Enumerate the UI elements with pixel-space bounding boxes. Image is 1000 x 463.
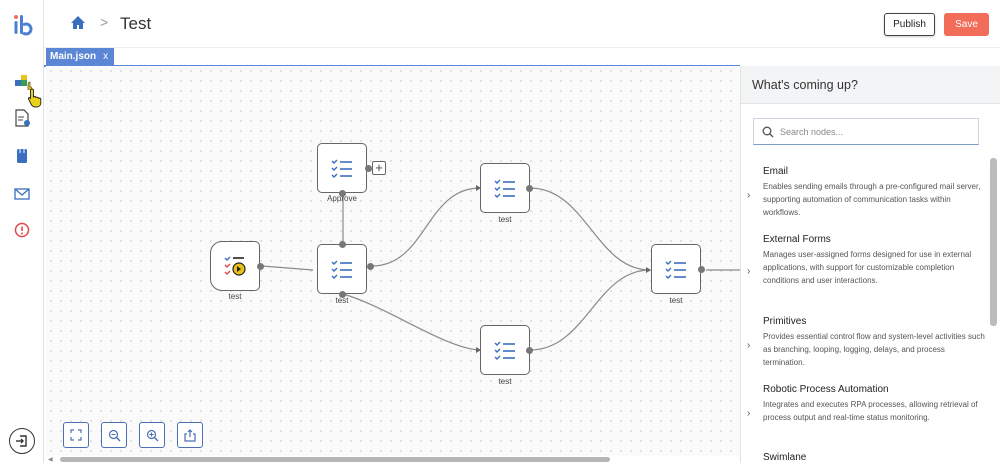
start-node[interactable] [210,241,260,291]
panel-title: What's coming up? [741,66,1000,104]
file-tab-bar: Main.json x [44,48,740,67]
port-approve-bottom[interactable] [339,190,346,197]
item-name: Robotic Process Automation [763,384,889,395]
approve-node[interactable] [317,143,367,193]
document-settings-icon[interactable] [12,108,32,128]
start-task-icon [224,256,246,276]
search-box[interactable] [753,118,979,145]
list-item-email[interactable]: › Email Enables sending emails through a… [741,166,991,226]
chevron-right-icon[interactable]: › [747,190,751,201]
port-approve-out[interactable] [365,165,372,172]
list-item-external-forms[interactable]: › External Forms Manages user-assigned f… [741,234,991,304]
port-upper-out[interactable] [526,185,533,192]
search-icon [762,126,774,137]
item-description: Provides essential control flow and syst… [763,332,985,368]
task-list-icon [494,341,515,360]
scroll-thumb[interactable] [60,457,610,462]
home-icon[interactable] [70,15,86,31]
port-end-out[interactable] [698,266,705,273]
alert-icon[interactable] [12,220,32,240]
export-button[interactable] [177,422,203,448]
item-description: Enables sending emails through a pre-con… [763,182,981,218]
task-list-icon [331,260,352,279]
zoom-in-icon [146,429,158,441]
chevron-right-icon[interactable]: › [747,266,751,277]
lower-node[interactable] [480,325,530,375]
list-item-primitives[interactable]: › Primitives Provides essential control … [741,316,991,376]
edge-middle-upper [371,187,481,267]
task-list-icon [665,260,686,279]
edge-layer [261,185,740,353]
port-lower-out[interactable] [526,347,533,354]
scroll-left-icon[interactable]: ◀ [48,457,53,463]
item-name: Primitives [763,316,807,327]
arrow-lower [476,347,481,353]
arrow-upper [476,185,481,191]
node-label-end: test [669,296,683,305]
save-button[interactable]: Save [944,13,989,36]
add-symbol: + [375,160,383,175]
edge-start-middle [261,265,314,271]
chevron-right-icon[interactable]: › [747,408,751,419]
item-name: Email [763,166,789,177]
end-node[interactable] [651,244,701,294]
panel-vertical-scrollbar[interactable] [990,158,997,326]
fit-screen-button[interactable] [63,422,89,448]
zoom-out-icon [108,429,120,441]
export-icon [184,428,196,442]
node-label-approve: Approve [327,194,357,203]
port-middle-bottom[interactable] [339,291,346,298]
upper-node[interactable] [480,163,530,213]
add-node-button[interactable]: + [372,161,386,175]
exit-icon[interactable] [9,428,35,454]
port-middle-right[interactable] [367,263,374,270]
workflow-icon[interactable] [12,70,32,90]
edge-lower-end [529,269,651,351]
edge-middle-lower [342,293,481,351]
ib-logo-icon[interactable] [11,14,33,36]
tab-main-json[interactable]: Main.json x [46,48,115,65]
task-list-icon [331,159,352,178]
top-header: > Test Publish Save [44,0,1000,48]
port-middle-top[interactable] [339,241,346,248]
canvas-horizontal-scrollbar[interactable]: ◀ [46,456,740,463]
search-input[interactable] [780,126,960,137]
left-rail [0,0,44,463]
publish-button[interactable]: Publish [884,13,935,36]
node-label-start: test [228,292,242,301]
workflow-canvas[interactable]: test Approve + [46,66,740,456]
task-list-icon [494,179,515,198]
zoom-in-button[interactable] [139,422,165,448]
chevron-right-icon[interactable]: › [747,340,751,351]
page-title: Test [120,14,152,33]
item-name: Swimlane [763,452,807,463]
nodes-panel: What's coming up? › Email Enables sendin… [740,66,1000,463]
arrow-end [646,267,651,273]
tab-label: Main.json [50,51,97,62]
edge-upper-end [529,187,651,271]
tab-close-button[interactable]: x [103,51,109,62]
middle-node[interactable] [317,244,367,294]
list-item-robotic-process-automation[interactable]: › Robotic Process Automation Integrates … [741,384,991,444]
zoom-out-button[interactable] [101,422,127,448]
node-label-lower: test [498,377,512,386]
hand-cursor-icon [27,88,42,108]
list-item-swimlane[interactable]: Swimlane [741,452,991,463]
item-name: External Forms [763,234,831,245]
item-description: Manages user-assigned forms designed for… [763,250,972,286]
item-description: Integrates and executes RPA processes, a… [763,400,978,423]
node-label-middle: test [335,296,349,305]
node-label-upper: test [498,215,512,224]
port-start-out[interactable] [257,263,264,270]
storage-icon[interactable] [12,146,32,166]
breadcrumb-separator: > [100,14,109,30]
fit-screen-icon [70,429,82,441]
mail-icon[interactable] [12,184,32,204]
